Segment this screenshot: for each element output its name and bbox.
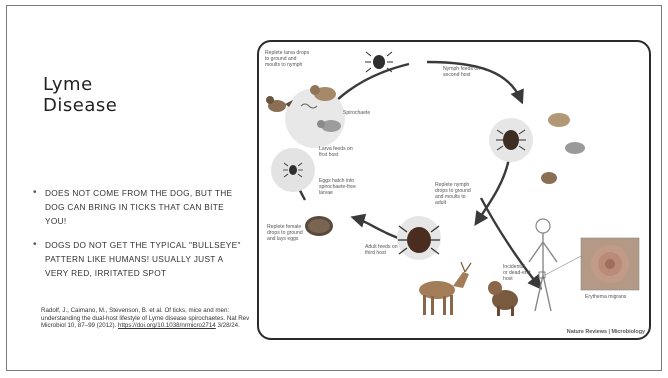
human-figure-icon — [529, 219, 581, 311]
larva-tick-icon — [365, 52, 393, 72]
label-female-drops: Replete femaledrops to groundand lays eg… — [267, 224, 303, 242]
eggs-icon — [305, 216, 333, 236]
dog-icon — [488, 281, 518, 316]
adult-tick-icon — [398, 226, 440, 254]
lifecycle-figure: Replete larva dropsto ground andmoults t… — [257, 40, 651, 340]
label-erythema-migrans: Erythema migrans — [585, 294, 627, 300]
slide: Lyme Disease Does NOT come from the dog,… — [6, 5, 662, 371]
label-eggs-hatch: Eggs hatch intospirochaete-freelarvae — [319, 178, 356, 196]
citation-doi-link[interactable]: https://doi.org/10.1038/nrmicro2714 — [118, 322, 216, 329]
citation: Radolf, J., Caimano, M., Stevenson, B. e… — [41, 307, 259, 330]
label-adult-feeds: Adult feeds onthird host — [365, 244, 398, 256]
first-host-circle — [285, 88, 345, 148]
deer-icon — [419, 262, 471, 315]
lifecycle-diagram: Replete larva dropsto ground andmoults t… — [259, 42, 649, 338]
citation-date: 3/28/24. — [217, 322, 239, 329]
label-larva-feeds: Larva feeds onfirst host — [319, 146, 353, 158]
bullet-list: Does NOT come from the dog, but the dog … — [33, 186, 241, 289]
second-host-animals-icon — [541, 113, 585, 184]
label-nymph-feeds: Nymph feeds onsecond host — [443, 66, 480, 78]
label-nymph-drops: Replete nymphdrops to groundand moults t… — [435, 182, 471, 206]
label-incidental-host: Incidentalor dead-endhost — [503, 264, 531, 282]
label-larva-drops: Replete larva dropsto ground andmoults t… — [265, 50, 310, 68]
erythema-migrans-image — [581, 238, 639, 290]
title-line-1: Lyme — [43, 74, 233, 95]
title-line-2: Disease — [43, 95, 233, 116]
label-spirochaete: Spirochaete — [343, 110, 370, 116]
cycle-arrow — [477, 158, 509, 222]
figure-credit: Nature Reviews | Microbiology — [567, 329, 645, 335]
bullet-item: Does NOT come from the dog, but the dog … — [33, 186, 241, 229]
slide-title: Lyme Disease — [43, 74, 233, 116]
bullet-item: Dogs do not get the typical "bullseye" p… — [33, 238, 241, 281]
